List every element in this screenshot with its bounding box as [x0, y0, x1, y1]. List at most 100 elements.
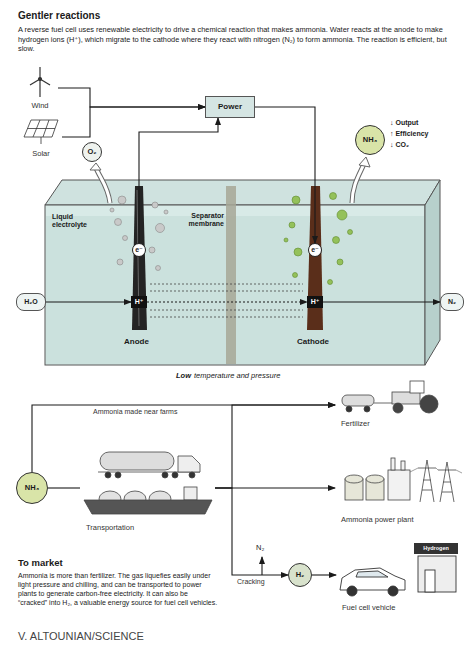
fuel-cell-car [356, 571, 388, 577]
connector-line [58, 88, 205, 107]
use-icon: Fuel cell vehicle Hydrogen [336, 540, 462, 612]
fuel-cell-tank [45, 180, 440, 365]
oxygen-bubbles [164, 210, 168, 214]
farm-vehicles [342, 395, 374, 406]
fuel-cell-car [340, 556, 456, 596]
tanker-truck [178, 456, 200, 472]
node-text: NH₃ [363, 136, 377, 144]
node-text: NH₃ [25, 484, 39, 492]
connector-line [46, 301, 131, 302]
node-text: Fuel cell vehicle [342, 604, 395, 612]
fuel-cell-car [347, 586, 357, 596]
solar-panel [41, 137, 42, 144]
ammonia-bubbles [333, 237, 340, 244]
ammonia-bubbles [330, 193, 337, 200]
ammonia-bubbles [293, 273, 298, 278]
condition-label: Low [176, 371, 191, 380]
power-plant [388, 470, 410, 500]
farm-vehicles [392, 392, 420, 404]
gas-out-arrow [352, 164, 364, 203]
power-plant [418, 460, 436, 502]
h-ion-paths [150, 310, 303, 311]
oxygen-bubbles [117, 259, 123, 265]
node-text: e⁻ [135, 246, 143, 254]
tanker-truck [172, 472, 178, 478]
connector-line [323, 301, 440, 302]
electrode-label: Cathode [297, 337, 329, 347]
farm-vehicles [346, 406, 352, 412]
edge-label: Ammonia made near farms [92, 408, 178, 415]
node-text: Solar [32, 150, 50, 158]
solar-panel [43, 120, 49, 137]
product-circle: NH₃ [16, 472, 48, 504]
node-text: Hydrogen [423, 545, 449, 551]
oxygen-bubbles [149, 247, 155, 253]
source-icon: Wind [22, 66, 58, 110]
ammonia-bubbles [294, 248, 302, 256]
node-text: H⁺ [311, 298, 320, 306]
solar-panel [24, 120, 58, 137]
node-text: Fertilizer [341, 420, 370, 428]
tanker-ship [184, 487, 197, 500]
ammonia-bubbles [289, 222, 295, 228]
input-box: H₂O [16, 293, 46, 311]
part-label: Liquid electrolyte [52, 213, 96, 229]
farm-vehicles [374, 403, 392, 404]
ammonia-bubbles [328, 280, 333, 285]
gas-out-arrow [90, 157, 370, 203]
farm-vehicles [410, 381, 424, 393]
node-text: Power [218, 103, 242, 112]
h-ion-paths [150, 284, 303, 317]
node-text: H₂ [296, 571, 305, 579]
figure-title: Gentler reactions [18, 10, 100, 21]
ammonia-bubbles [337, 259, 343, 265]
effect-label: ↓ CO₂ [390, 141, 409, 150]
ammonia-bubbles [337, 210, 347, 220]
oxygen-bubbles [152, 202, 158, 208]
connector-line [312, 574, 336, 575]
farm-vehicles [342, 381, 438, 413]
station-sign: Hydrogen [414, 543, 458, 554]
power-plant [391, 458, 395, 470]
electron-marker: e⁻ [308, 243, 322, 257]
farm-vehicles [364, 406, 370, 412]
node-text: N₂ [448, 298, 456, 306]
farm-vehicles [420, 395, 438, 413]
ammonia-bubbles [348, 230, 353, 235]
gas-out-arrow [352, 164, 364, 203]
use-icon: Ammonia power plant [335, 452, 460, 524]
connector-line [147, 301, 307, 302]
power-plant [438, 462, 456, 502]
product-circle: NH₃ [355, 125, 385, 155]
source-icon: Solar [20, 116, 62, 158]
fuel-cell-car [425, 570, 435, 592]
h-ion-paths [150, 284, 303, 285]
power-plant [366, 475, 384, 483]
ion-marker: H⁺ [131, 296, 147, 308]
node-text: H₂O [24, 298, 38, 306]
tanker-truck [105, 472, 111, 478]
tanker-ship [84, 487, 212, 514]
gas-out-arrow [96, 168, 110, 203]
transport-icon: Transportation [80, 448, 215, 532]
h-ion-paths [150, 291, 303, 292]
use-icon: Fertilizer [335, 378, 460, 428]
fuel-cell-tank [226, 186, 236, 364]
input-box: N₂ [440, 293, 464, 311]
power-plant [345, 475, 363, 483]
oxygen-bubbles [115, 219, 122, 226]
effect-label: ↑ Efficiency [390, 130, 429, 139]
oxygen-bubbles [123, 236, 128, 241]
credit-line: V. ALTOUNIAN/SCIENCE [18, 630, 144, 644]
effect-label: ↓ Output [390, 119, 418, 128]
connector-line [32, 405, 335, 472]
gas-out-arrow [90, 163, 101, 170]
tanker-truck [115, 472, 121, 478]
nitrogen-release [261, 557, 262, 575]
node-text: H⁺ [135, 298, 144, 306]
oxygen-bubbles [110, 208, 114, 212]
power-plant [410, 468, 462, 473]
condition-label: temperature and pressure [194, 371, 280, 380]
tanker-ship [84, 500, 212, 514]
